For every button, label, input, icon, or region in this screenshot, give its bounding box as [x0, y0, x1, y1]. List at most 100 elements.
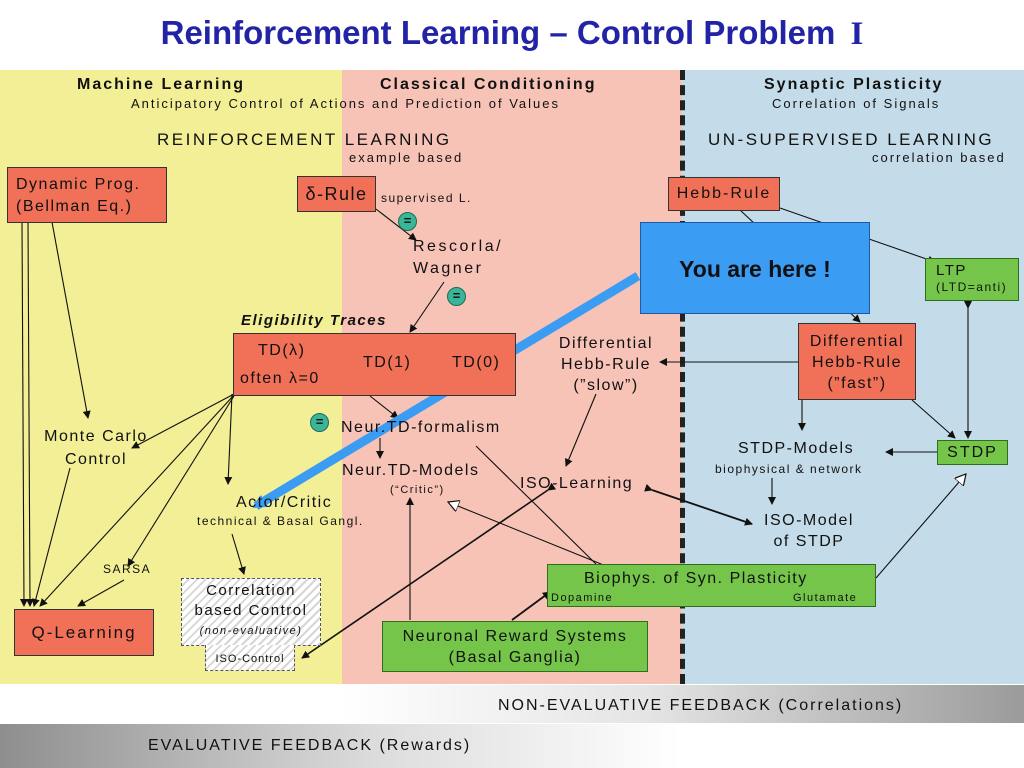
- neur-td-models-note: (“Critic”): [390, 484, 445, 496]
- column-divider: [680, 70, 685, 684]
- q-learning-node: Q-Learning: [14, 609, 154, 656]
- reinforcement-learning-header: REINFORCEMENT LEARNING: [157, 130, 452, 149]
- sarsa-node: SARSA: [103, 562, 152, 576]
- title-text: Reinforcement Learning – Control Problem: [160, 14, 836, 51]
- classical-conditioning-header: Classical Conditioning: [380, 76, 597, 93]
- biophys-dopamine: Dopamine: [551, 592, 614, 604]
- synaptic-plasticity-header: Synaptic Plasticity: [764, 76, 944, 93]
- dynamic-programming-node: Dynamic Prog. (Bellman Eq.): [7, 167, 167, 223]
- delta-rule-label: δ-Rule: [305, 184, 368, 204]
- hebb-rule-label: Hebb-Rule: [676, 185, 772, 202]
- neur-td-formalism-node: Neur.TD-formalism: [341, 419, 501, 436]
- you-are-here-callout: You are here !: [640, 222, 870, 314]
- arrow-dp-qlearning-b: [25, 221, 34, 607]
- td-often-label: often λ=0: [240, 370, 320, 387]
- iso-model-node: ISO-Model of STDP: [754, 510, 864, 552]
- machine-learning-subtitle: Anticipatory Control of Actions and Pred…: [131, 96, 560, 111]
- arrow-biophys-models: [448, 502, 607, 567]
- correlation-control-line3: (non-evaluative): [199, 625, 303, 637]
- machine-learning-header: Machine Learning: [77, 76, 246, 93]
- arrow-rescorla-td: [409, 281, 445, 333]
- delta-rule-note: supervised L.: [381, 191, 472, 205]
- ltp-line1: LTP: [936, 262, 967, 279]
- unsupervised-learning-header: UN-SUPERVISED LEARNING: [708, 130, 995, 149]
- eligibility-traces-label: Eligibility Traces: [241, 312, 387, 329]
- you-are-here-label: You are here !: [679, 256, 831, 282]
- arrow-td-qlearning: [39, 394, 235, 607]
- dynamic-programming-line1: Dynamic Prog.: [16, 176, 141, 193]
- arrow-sarsa-qlearning: [77, 579, 125, 607]
- monte-carlo-line2: Control: [64, 451, 128, 468]
- evaluative-feedback-bar: [0, 724, 680, 768]
- arrow-montecarlo-qlearning: [31, 467, 71, 607]
- arrow-td-formalism: [369, 395, 399, 419]
- arrow-biophys-stdp: [875, 474, 966, 579]
- correlation-control-line1: Correlation: [206, 582, 296, 599]
- rescorla-wagner-node: Rescorla/ Wagner: [413, 236, 503, 280]
- rescorla-line1: Rescorla/: [413, 238, 504, 255]
- delta-rule-node: δ-Rule: [297, 176, 376, 212]
- stdp-node: STDP: [937, 440, 1008, 465]
- equals-badge-formalism: =: [310, 413, 329, 432]
- neuronal-reward-node: Neuronal Reward Systems (Basal Ganglia): [382, 621, 648, 672]
- actor-critic-note: technical & Basal Gangl.: [197, 514, 364, 528]
- reinforcement-learning-subtitle: example based: [349, 150, 464, 165]
- arrow-dp-montecarlo: [51, 221, 91, 419]
- diff-hebb-slow-line1: Differential: [558, 335, 654, 352]
- arrow-delta-rescorla: [375, 208, 417, 241]
- diff-hebb-slow-line2: Hebb-Rule: [561, 356, 651, 373]
- neuronal-reward-line1: Neuronal Reward Systems: [402, 628, 628, 645]
- arrow-td-actor: [224, 393, 233, 485]
- arrow-td-montecarlo: [131, 393, 235, 449]
- non-evaluative-feedback-label: NON-EVALUATIVE FEEDBACK (Correlations): [498, 697, 904, 714]
- correlation-control-line2: based Control: [194, 602, 308, 619]
- ltp-node: LTP (LTD=anti): [925, 258, 1019, 301]
- diff-hebb-fast-line3: (”fast”): [827, 375, 887, 392]
- biophys-node: Biophys. of Syn. Plasticity Dopamine Glu…: [547, 564, 876, 607]
- arrow-iso-isomodel: [644, 483, 753, 526]
- iso-control-node: ISO-Control: [205, 645, 295, 671]
- dynamic-programming-line2: (Bellman Eq.): [16, 198, 133, 215]
- arrow-dp-qlearning-a: [19, 221, 28, 607]
- monte-carlo-node: Monte Carlo Control: [33, 425, 159, 471]
- evaluative-feedback-label: EVALUATIVE FEEDBACK (Rewards): [148, 737, 472, 754]
- q-learning-label: Q-Learning: [31, 623, 137, 642]
- iso-model-line2: of STDP: [773, 533, 845, 550]
- stdp-models-node: STDP-Models: [738, 440, 855, 457]
- biophys-label: Biophys. of Syn. Plasticity: [584, 570, 808, 587]
- actor-critic-node: Actor/Critic: [236, 494, 333, 511]
- arrow-fast-stdp: [911, 399, 956, 439]
- stdp-label: STDP: [947, 444, 998, 461]
- diff-hebb-slow-node: Differential Hebb-Rule (”slow”): [548, 333, 664, 396]
- monte-carlo-line1: Monte Carlo: [44, 428, 148, 445]
- stdp-models-note: biophysical & network: [715, 462, 863, 476]
- arrow-actor-correlation: [231, 533, 246, 575]
- arrow-td-sarsa: [127, 395, 235, 567]
- iso-model-line1: ISO-Model: [764, 512, 854, 529]
- td-zero-label: TD(0): [452, 354, 501, 371]
- diff-hebb-fast-line1: Differential: [809, 333, 905, 350]
- hebb-rule-node: Hebb-Rule: [668, 177, 780, 211]
- diff-hebb-slow-line3: (”slow”): [573, 377, 639, 394]
- arrow-iso-isocontrol: [301, 482, 557, 659]
- unsupervised-learning-subtitle: correlation based: [872, 150, 1006, 165]
- td-lambda-label: TD(λ): [258, 342, 306, 359]
- iso-learning-node: ISO-Learning: [520, 475, 634, 492]
- td-one-label: TD(1): [363, 354, 412, 371]
- diff-hebb-fast-node: Differential Hebb-Rule (”fast”): [798, 323, 916, 400]
- synaptic-plasticity-subtitle: Correlation of Signals: [772, 96, 941, 111]
- arrow-biophys-td: [475, 445, 597, 565]
- page-title: Reinforcement Learning – Control Problem…: [0, 14, 1024, 53]
- ltp-line2: (LTD=anti): [936, 280, 1008, 294]
- diff-hebb-fast-line2: Hebb-Rule: [812, 354, 902, 371]
- title-numeral: I: [850, 16, 864, 52]
- correlation-control-node: Correlation based Control (non-evaluativ…: [181, 578, 321, 646]
- arrow-reward-biophys: [511, 591, 551, 621]
- equals-badge-rescorla: =: [447, 287, 466, 306]
- neuronal-reward-line2: (Basal Ganglia): [448, 649, 582, 666]
- rescorla-line2: Wagner: [413, 260, 484, 277]
- iso-control-label: ISO-Control: [215, 653, 285, 665]
- non-evaluative-feedback-bar: [342, 685, 1024, 723]
- arrow-slow-iso: [565, 393, 597, 467]
- neur-td-models-node: Neur.TD-Models: [342, 462, 480, 479]
